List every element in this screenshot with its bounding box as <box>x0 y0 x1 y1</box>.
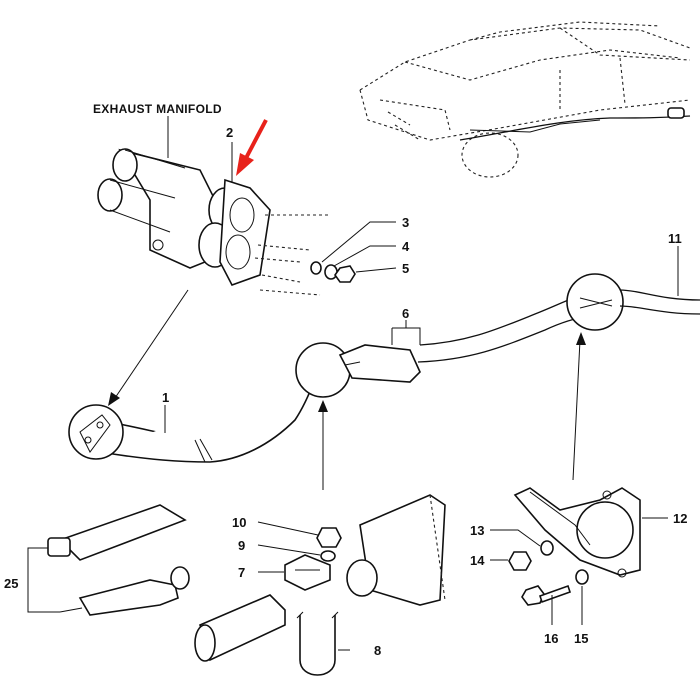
leader-25 <box>27 547 60 613</box>
rear-pipe <box>619 289 700 301</box>
bolt-16 <box>521 584 572 606</box>
front-pipe <box>99 364 319 463</box>
callout-14: 14 <box>470 553 485 568</box>
u-bolt-8 <box>296 611 339 676</box>
rear-muffler-inlet <box>346 494 446 606</box>
hanger-bracket <box>513 487 641 578</box>
sealant-tube <box>47 504 187 561</box>
callout-3: 3 <box>402 215 409 230</box>
arrow-11-shaft <box>572 339 581 481</box>
pipe-flange-icon <box>79 414 111 453</box>
leader-6-bracket <box>392 327 421 345</box>
arrow-1-shaft <box>114 289 189 399</box>
callout-13: 13 <box>470 523 484 538</box>
callout-6: 6 <box>402 306 409 321</box>
exhaust-manifold <box>97 148 242 269</box>
callout-10: 10 <box>232 515 246 530</box>
arrow-1-head <box>108 392 120 406</box>
leader-13 <box>490 529 541 547</box>
callout-15: 15 <box>574 631 588 646</box>
callout-11: 11 <box>668 231 682 246</box>
pipe-section <box>194 594 286 662</box>
arrow-11-head <box>576 332 586 345</box>
callout-5: 5 <box>402 261 409 276</box>
leader-4 <box>333 245 396 267</box>
leader-10 <box>257 521 319 536</box>
nut-10 <box>316 527 342 548</box>
leader-9 <box>257 544 321 556</box>
leader-3 <box>321 221 396 263</box>
callout-9: 9 <box>238 538 245 553</box>
leader-5 <box>355 267 397 273</box>
washer-9 <box>320 550 336 562</box>
callout-1: 1 <box>162 390 169 405</box>
pipe-end-detail-circle <box>68 404 124 460</box>
clamp-bracket <box>284 554 331 591</box>
washer-15 <box>575 569 589 585</box>
callout-8: 8 <box>374 643 381 658</box>
nuts-3-4-5 <box>310 261 356 283</box>
exhaust-manifold-title: EXHAUST MANIFOLD <box>93 102 222 116</box>
arrow-6-head <box>318 400 328 412</box>
callout-16: 16 <box>544 631 558 646</box>
front-muffler <box>338 292 591 383</box>
callout-2: 2 <box>226 125 233 140</box>
red-arrow-icon <box>236 119 268 176</box>
nut-14 <box>508 551 532 571</box>
callout-25: 25 <box>4 576 18 591</box>
callout-7: 7 <box>238 565 245 580</box>
muffler-inlet-detail-circle <box>295 342 351 398</box>
car-illustration <box>359 21 691 178</box>
callout-4: 4 <box>402 239 410 254</box>
tailpipe-tool <box>59 566 190 616</box>
manifold-gasket <box>219 178 271 286</box>
washer-13 <box>540 540 554 556</box>
callout-12: 12 <box>673 511 687 526</box>
